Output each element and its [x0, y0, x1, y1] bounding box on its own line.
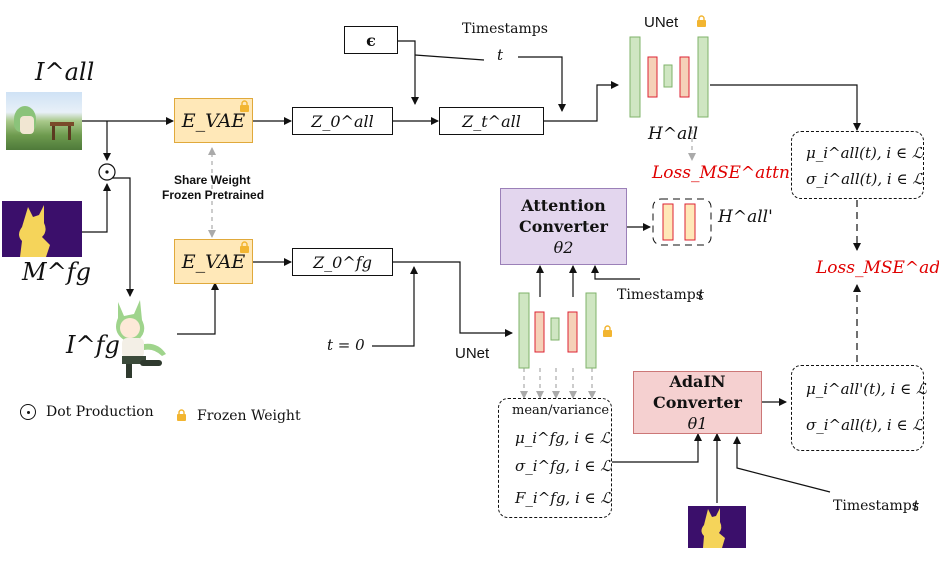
legend-dot-icon — [20, 404, 36, 420]
features-prime-label: H^all' — [718, 207, 773, 227]
stats-all-sigma: σ_i^all(t), i ∈ ℒ — [806, 170, 924, 188]
timestamps-top-t: t — [497, 46, 504, 64]
attention-converter-line2: Converter — [519, 217, 608, 236]
adain-timestamps-t: t — [913, 497, 920, 515]
latent-z0-fg-label: Z_0^fg — [313, 252, 372, 272]
adain-converter-param: θ1 — [687, 414, 708, 433]
stats-fg-box: mean/variance μ_i^fg, i ∈ ℒ σ_i^fg, i ∈ … — [498, 398, 612, 518]
t-zero-label: t = 0 — [327, 336, 365, 354]
unet-bottom-icon — [518, 292, 597, 369]
scene-image — [6, 92, 82, 150]
stats-pred-mu: μ_i^all'(t), i ∈ ℒ — [806, 380, 927, 398]
features-all-label: H^all — [648, 124, 699, 144]
share-weight-label: Share Weight — [174, 173, 251, 187]
latent-z0-all-box: Z_0^all — [292, 107, 393, 135]
adain-converter-line1: AdaIN — [669, 372, 726, 391]
unet-bottom-label: UNet — [455, 345, 490, 362]
vae-encoder-top: E_VAE — [174, 98, 253, 143]
lock-icon — [697, 15, 706, 27]
attention-converter: Attention Converter θ2 — [500, 188, 627, 265]
legend-dot-label: Dot Production — [46, 404, 154, 420]
unet-top-label: UNet — [644, 14, 679, 31]
stats-fg-F: F_i^fg, i ∈ ℒ — [515, 489, 612, 507]
loss-adain-label: Loss_MSE^adaIN — [816, 258, 939, 278]
stats-all-box: μ_i^all(t), i ∈ ℒ σ_i^all(t), i ∈ ℒ — [791, 131, 924, 199]
loss-attn-label: Loss_MSE^attn — [652, 163, 790, 183]
adain-converter-line2: Converter — [653, 393, 742, 412]
legend-lock-icon — [177, 409, 186, 421]
noise-label: ϵ — [366, 30, 376, 50]
adain-timestamps-label: Timestamps — [833, 498, 919, 514]
mask-image — [2, 201, 82, 257]
stats-all-mu: μ_i^all(t), i ∈ ℒ — [806, 144, 923, 162]
attention-converter-line1: Attention — [521, 196, 606, 215]
vae-encoder-bottom: E_VAE — [174, 239, 253, 284]
noise-epsilon-box: ϵ — [344, 26, 398, 54]
lock-icon — [603, 325, 612, 337]
stats-fg-sigma: σ_i^fg, i ∈ ℒ — [515, 457, 612, 475]
stats-pred-box: μ_i^all'(t), i ∈ ℒ σ_i^all(t), i ∈ ℒ — [791, 365, 927, 451]
latent-z0-fg-box: Z_0^fg — [292, 248, 393, 276]
vae-label-bottom: E_VAE — [181, 250, 246, 273]
image-fg-label: I^fg — [66, 331, 120, 359]
image-all-label: I^all — [35, 58, 95, 86]
latent-z0-all-label: Z_0^all — [311, 111, 374, 131]
adain-converter: AdaIN Converter θ1 — [633, 371, 762, 434]
timestamps-top-label: Timestamps — [462, 21, 548, 37]
foreground-character-image — [100, 296, 176, 382]
attention-timestamps-label: Timestamps — [617, 287, 703, 303]
lock-icon — [240, 100, 249, 112]
attention-timestamps-t: t — [698, 286, 705, 304]
attention-converter-param: θ2 — [553, 238, 574, 257]
mask-image-small — [688, 506, 746, 548]
stats-fg-mu: μ_i^fg, i ∈ ℒ — [515, 429, 611, 447]
latent-zt-all-box: Z_t^all — [439, 107, 544, 135]
stats-pred-sigma: σ_i^all(t), i ∈ ℒ — [806, 416, 924, 434]
frozen-pretrained-label: Frozen Pretrained — [162, 188, 265, 202]
legend-lock-label: Frozen Weight — [197, 408, 301, 424]
unet-top-icon — [629, 36, 709, 118]
stats-fg-title: mean/variance — [512, 403, 610, 418]
features-prime-icon — [652, 198, 712, 246]
mask-fg-label: M^fg — [22, 258, 91, 286]
vae-label: E_VAE — [181, 109, 246, 132]
lock-icon — [240, 241, 249, 253]
latent-zt-all-label: Z_t^all — [462, 111, 521, 131]
